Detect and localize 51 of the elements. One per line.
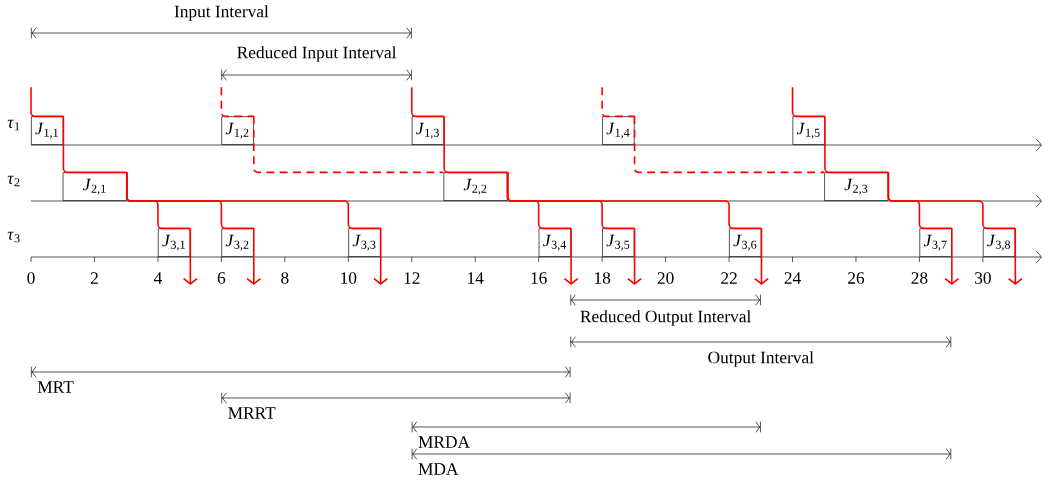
task-label: τ$_{2}$ [7, 175, 20, 187]
job-box: J$_{2,2}$ [443, 172, 508, 201]
tick-label: 28 [911, 272, 928, 284]
tick-label: 0 [27, 272, 35, 284]
cause-effect-arrow [563, 227, 579, 285]
dimension-label: Input Interval [174, 5, 269, 21]
tick-label: 12 [404, 272, 420, 284]
cause-effect-arrow [627, 227, 642, 285]
tick-label: 6 [217, 272, 226, 284]
job-box: J$_{1,5}$ [792, 116, 825, 145]
cause-effect-arrow [246, 227, 262, 285]
dimension-label: MRRT [228, 407, 276, 419]
tick-label: 4 [153, 272, 162, 284]
dimension-label: MRDA [418, 436, 470, 448]
dimension-label: Reduced Output Interval [580, 310, 751, 326]
cause-effect-arrow [373, 227, 389, 285]
dimension-label: MRT [37, 381, 74, 393]
tick-label: 2 [90, 272, 98, 284]
task-label: τ$_{1}$ [7, 119, 20, 131]
cause-effect-arrow [182, 227, 198, 285]
job-box: J$_{3,5}$ [602, 228, 635, 257]
tick-label: 22 [721, 272, 737, 284]
job-box: J$_{1,4}$ [602, 116, 635, 145]
job-box: J$_{1,3}$ [411, 116, 445, 145]
tick-label: 16 [531, 272, 547, 284]
dimension-label: Output Interval [708, 351, 814, 367]
job-box: J$_{3,7}$ [919, 228, 952, 257]
cause-effect-arrow [944, 227, 960, 285]
tick-label: 18 [595, 272, 611, 284]
job-box: J$_{3,3}$ [348, 228, 381, 257]
dimension-label: Reduced Input Interval [237, 46, 397, 62]
tick-label: 26 [848, 272, 865, 284]
job-box: J$_{3,2}$ [221, 228, 254, 257]
cause-effect-arrow [754, 227, 769, 285]
job-box: J$_{1,1}$ [31, 116, 64, 145]
tick-label: 8 [281, 272, 289, 284]
cause-effect-arrow [1007, 227, 1023, 285]
job-box: J$_{3,1}$ [157, 228, 191, 257]
dimension-label: MDA [418, 463, 459, 475]
job-box: J$_{2,1}$ [62, 172, 127, 201]
tick-label: 20 [657, 272, 674, 284]
tick-label: 24 [784, 272, 801, 284]
task-label: τ$_{3}$ [7, 231, 20, 243]
tick-label: 14 [468, 272, 484, 284]
job-box: J$_{3,6}$ [729, 228, 762, 257]
job-box: J$_{3,4}$ [538, 228, 572, 257]
tick-label: 30 [975, 272, 991, 284]
job-box: J$_{2,3}$ [824, 172, 889, 201]
tick-label: 10 [341, 272, 357, 284]
job-box: J$_{3,8}$ [982, 228, 1016, 257]
job-box: J$_{1,2}$ [221, 116, 254, 145]
